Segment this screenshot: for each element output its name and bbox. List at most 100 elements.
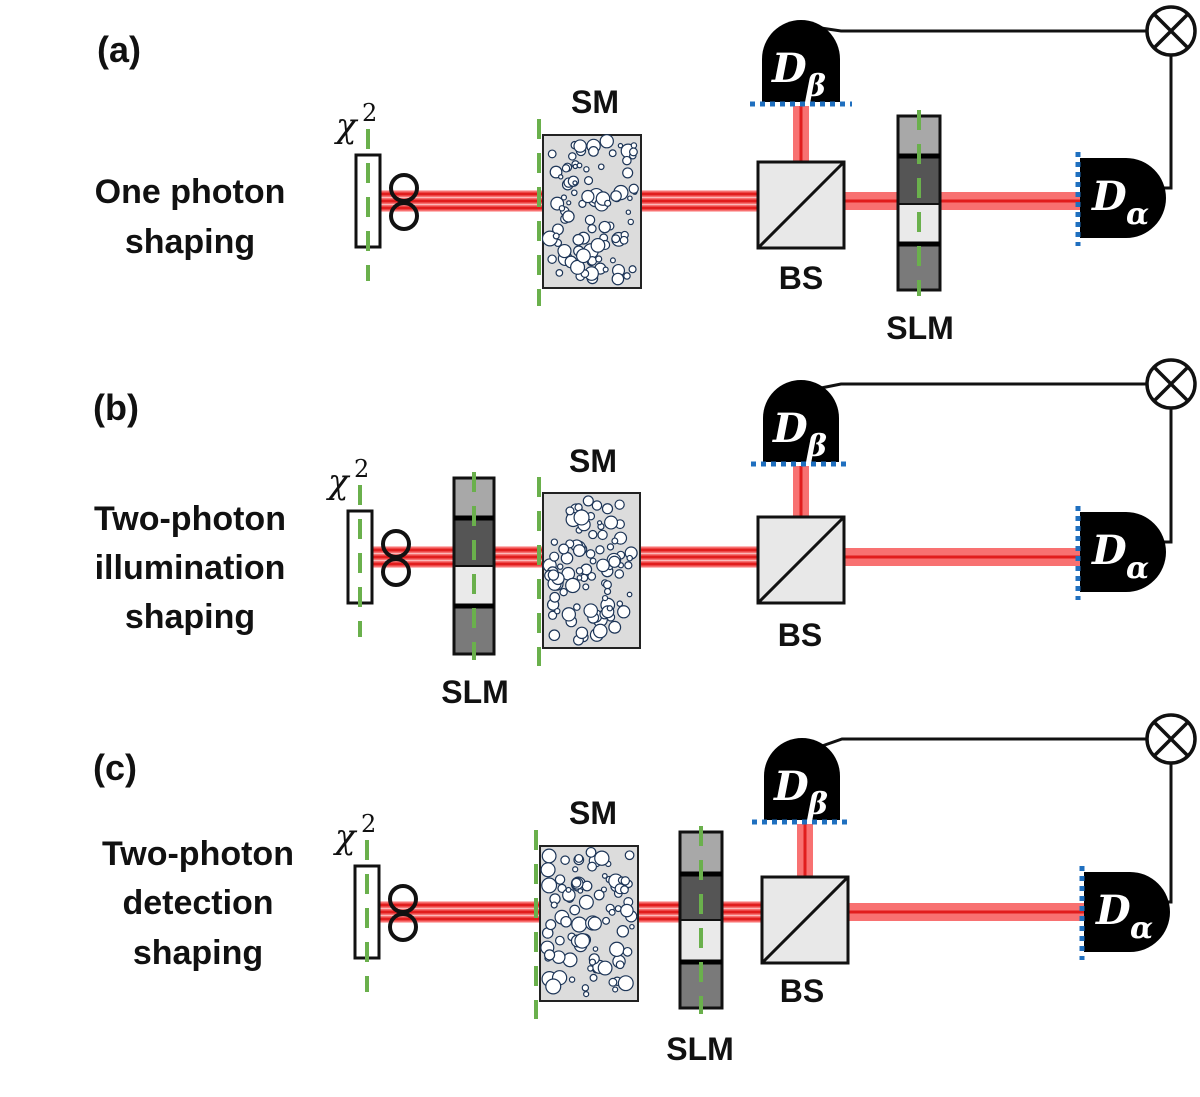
- detector-alpha-subscript: α: [1126, 551, 1149, 586]
- scatterer-particle: [611, 234, 621, 244]
- sm-label: SM: [569, 443, 617, 479]
- scatterer-particle: [628, 147, 638, 157]
- scatterer-particle: [565, 886, 572, 893]
- scatterer-particle: [574, 933, 591, 949]
- scatterer-particle: [578, 894, 594, 910]
- scatterer-particle: [581, 189, 595, 204]
- bs-label: BS: [780, 973, 824, 1009]
- scatterer-particle: [566, 200, 572, 206]
- scatterer-particle: [601, 873, 608, 879]
- scatterer-particle: [555, 269, 564, 277]
- scatterer-particle: [597, 529, 608, 541]
- scatterer-particle: [581, 984, 590, 992]
- scatterer-particle: [560, 915, 572, 928]
- detector-beta: [764, 738, 840, 820]
- scatterer-particle: [547, 610, 558, 620]
- scatterer-particle: [583, 603, 599, 618]
- panel-label: (b): [93, 387, 139, 428]
- signal-wire-alpha: [1156, 55, 1173, 190]
- lens-loop-lower: [389, 201, 419, 231]
- scatterer-particle: [587, 861, 598, 872]
- scatterer-particle: [625, 209, 632, 215]
- scatterer-particle: [572, 866, 579, 873]
- scatterer-particle: [561, 607, 577, 622]
- detector-alpha: [1084, 872, 1170, 952]
- scatterer-particle: [598, 220, 611, 234]
- detector-beta-subscript: β: [805, 69, 826, 104]
- scatterer-particle: [554, 935, 565, 946]
- scatterer-particle: [568, 152, 577, 161]
- scatterer-particle: [617, 975, 634, 992]
- scatterer-particle: [541, 877, 558, 894]
- scatterer-particle: [572, 544, 586, 557]
- lens-loop-lower: [381, 557, 411, 587]
- scatterer-particle: [547, 254, 557, 264]
- scatterer-particle: [624, 561, 633, 570]
- scatterer-particle: [608, 555, 621, 568]
- detector-beta-subscript: β: [807, 787, 828, 822]
- scatterer-particle: [565, 506, 575, 516]
- scatterer-particle: [571, 877, 582, 888]
- scatterer-particle: [597, 960, 613, 976]
- scatterer-particle: [601, 503, 614, 515]
- scatterer-particle: [568, 976, 576, 983]
- scatterer-particle: [556, 563, 564, 570]
- scatterer-particle: [576, 162, 583, 169]
- slm-label: SLM: [886, 310, 954, 346]
- scatterer-particle: [617, 605, 631, 619]
- detector-beta-subscript: β: [806, 429, 827, 464]
- scatterer-particle: [628, 183, 639, 194]
- scatterer-particle: [575, 567, 584, 575]
- detector-beta-symbol: D: [772, 405, 808, 452]
- scatterer-particle: [602, 916, 611, 925]
- scatterer-particle: [588, 146, 599, 157]
- multiplier-cross: [1153, 721, 1189, 757]
- mode-label-line: shaping: [133, 934, 263, 972]
- scatterer-particle: [541, 848, 557, 864]
- chi-superscript: 2: [354, 455, 369, 483]
- scatterer-particle: [620, 903, 634, 918]
- mode-label-line: detection: [122, 884, 273, 922]
- scatterer-particle: [616, 925, 630, 938]
- mode-label-line: One photon: [95, 173, 286, 211]
- scatterer-particle: [623, 272, 631, 280]
- scatterer-particle: [560, 855, 570, 865]
- scatterer-particle: [606, 543, 615, 551]
- scatterer-particle: [595, 255, 603, 263]
- scatterer-particle: [569, 904, 581, 916]
- scatterer-particle: [576, 574, 583, 581]
- scatterer-particle: [547, 569, 560, 581]
- scatterer-particle: [627, 218, 635, 226]
- scatterer-particle: [550, 538, 559, 546]
- chi-superscript: 2: [361, 810, 376, 838]
- scatterer-particle: [608, 908, 616, 916]
- scatterer-particle: [573, 603, 581, 611]
- scatterer-particle: [591, 500, 603, 511]
- scatterer-particle: [587, 965, 594, 972]
- scatterer-particle: [572, 233, 585, 246]
- scatterer-particle: [552, 232, 560, 240]
- scatterer-particle: [614, 569, 625, 579]
- beam-splitter-diagonal: [760, 875, 850, 965]
- signal-wire-beta: [820, 382, 1147, 390]
- scatterer-particle: [584, 176, 594, 186]
- scatterer-particle: [600, 886, 608, 893]
- scatterer-particle: [543, 949, 556, 961]
- scatterer-particle: [554, 607, 561, 615]
- scatterer-particle: [604, 515, 619, 530]
- lens-loop-lower: [388, 912, 418, 942]
- scatterer-particle: [599, 134, 614, 149]
- scatterer-particle: [608, 977, 618, 987]
- bs-label: BS: [779, 260, 823, 296]
- scatterer-particle: [558, 205, 566, 212]
- scatterer-particle: [604, 199, 612, 207]
- scatterer-particle: [575, 248, 591, 264]
- scatterer-particle: [626, 554, 633, 562]
- multiplier-cross: [1153, 13, 1189, 49]
- beam-splitter-diagonal: [756, 515, 846, 605]
- scatterer-particle: [554, 874, 566, 885]
- scatterer-particle: [578, 199, 587, 208]
- scatterer-particle: [594, 850, 610, 866]
- sm-label: SM: [571, 84, 619, 120]
